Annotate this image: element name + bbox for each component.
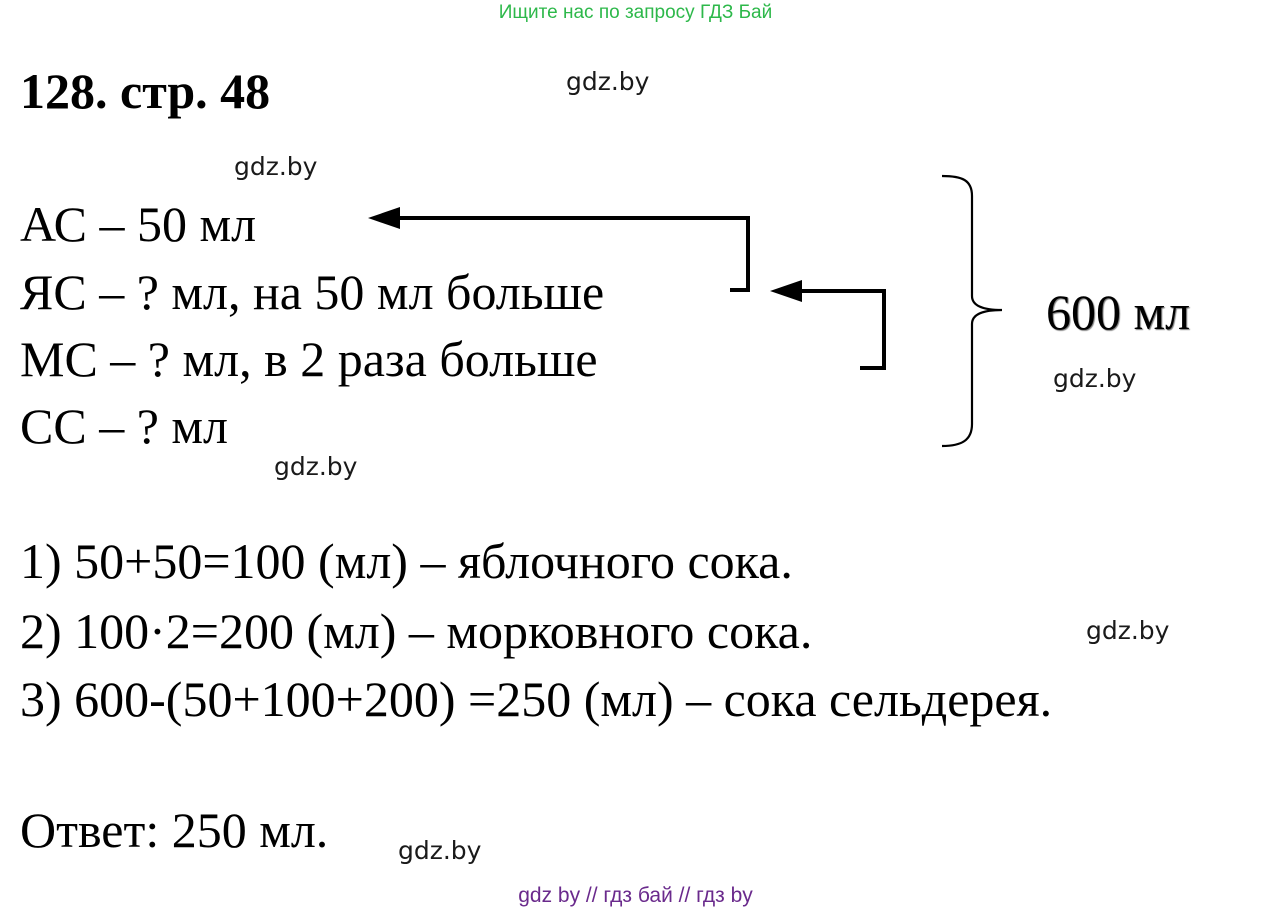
condition-line-apple: ЯС – ? мл, на 50 мл больше <box>20 264 605 320</box>
watermark: gdz.by <box>566 67 650 96</box>
total-volume-label: 600 мл <box>1046 284 1191 340</box>
answer-line: Ответ: 250 мл. <box>20 802 329 858</box>
arrow-to-second-line <box>770 280 886 370</box>
watermark: gdz.by <box>398 836 482 865</box>
watermark: gdz.by <box>1086 616 1170 645</box>
solution-step-2: 2) 100·2=200 (мл) – морковного сока. <box>20 603 813 659</box>
watermark: gdz.by <box>1053 364 1137 393</box>
watermark: gdz.by <box>274 452 358 481</box>
solution-step-3: 3) 600-(50+100+200) =250 (мл) – сока сел… <box>20 671 1053 727</box>
footer-links[interactable]: gdz by // гдз бай // гдз by <box>518 884 753 907</box>
top-banner-text: Ищите нас по запросу ГДЗ Бай <box>498 2 773 23</box>
arrow-to-first-line <box>368 207 750 292</box>
curly-brace <box>941 174 1003 448</box>
condition-line-carrot: МС – ? мл, в 2 раза больше <box>20 331 598 387</box>
condition-line-celery: СС – ? мл <box>20 398 228 454</box>
condition-line-apple-celery: АС – 50 мл <box>20 196 257 252</box>
solution-step-1: 1) 50+50=100 (мл) – яблочного сока. <box>20 533 793 589</box>
page-title: 128. стр. 48 <box>20 63 271 119</box>
watermark: gdz.by <box>234 152 318 181</box>
